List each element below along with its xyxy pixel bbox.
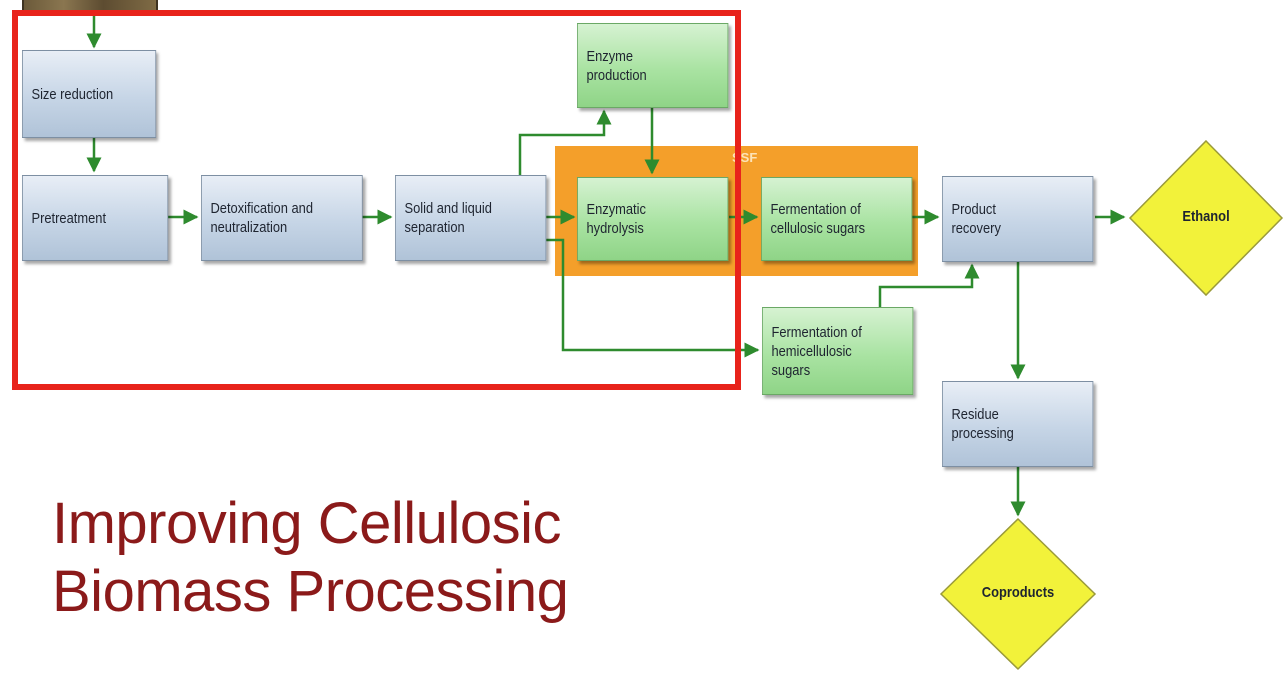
output-ethanol: Ethanol [1128,139,1284,297]
output-coproducts: Coproducts [939,517,1097,671]
node-residue-processing: Residue processing [942,381,1094,467]
ethanol-diamond-shape [1128,139,1284,297]
arrow-hemi-to-recovery [878,263,980,311]
ethanol-label: Ethanol [1182,208,1230,225]
coproducts-diamond-shape [939,517,1097,671]
node-product-recovery: Product recovery [942,176,1094,262]
arrow-separation-to-enzyme [518,109,612,176]
node-enzyme-production: Enzyme production [577,23,729,108]
node-detoxification: Detoxification and neutralization [201,175,363,261]
node-size-reduction: Size reduction [22,50,157,138]
slide-title: Improving Cellulosic Biomass Processing [52,491,569,624]
arrow-separation-to-hemi [546,238,760,358]
node-separation: Solid and liquid separation [395,175,547,261]
node-fermentation-cellulosic: Fermentation of cellulosic sugars [761,177,913,261]
node-pretreatment: Pretreatment [22,175,169,261]
coproducts-label: Coproducts [981,584,1055,601]
node-enzymatic-hydrolysis: Enzymatic hydrolysis [577,177,729,261]
node-fermentation-hemicellulosic: Fermentation of hemicellulosic sugars [762,307,914,395]
